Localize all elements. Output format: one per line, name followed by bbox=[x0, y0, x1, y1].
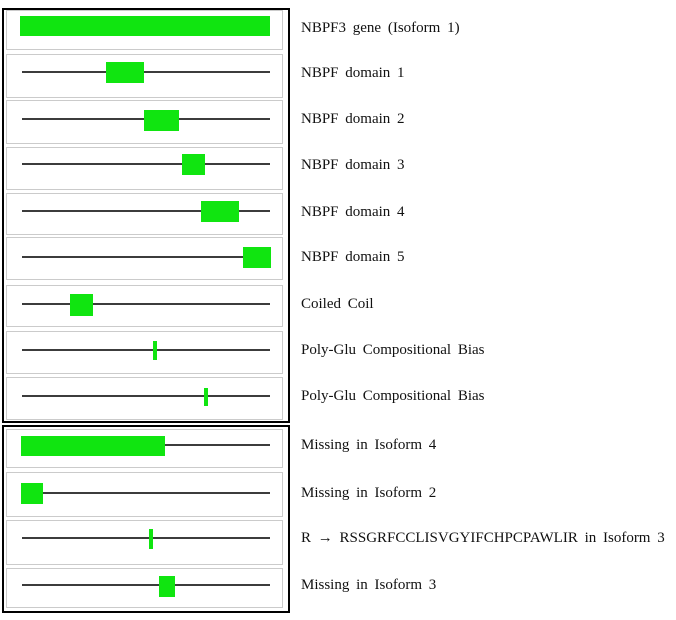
track-line bbox=[22, 303, 270, 305]
track-label: Missing in Isoform 2 bbox=[301, 485, 437, 501]
track-label: Missing in Isoform 3 bbox=[301, 577, 437, 593]
track-label: Poly-Glu Compositional Bias bbox=[301, 388, 485, 404]
track-line bbox=[22, 256, 270, 258]
track-line bbox=[22, 349, 270, 351]
track-label: NBPF domain 3 bbox=[301, 157, 405, 173]
missing-isoform-4-feature bbox=[21, 436, 165, 456]
nbpf-domain-1-feature bbox=[106, 62, 144, 83]
track-card-substitution-isoform-3 bbox=[6, 520, 283, 565]
poly-glu-bias-1-feature bbox=[153, 341, 157, 360]
track-card-nbpf-domain-3 bbox=[6, 147, 283, 190]
track-card-nbpf-domain-5 bbox=[6, 237, 283, 280]
nbpf-domain-2-feature bbox=[144, 110, 179, 131]
track-line bbox=[22, 210, 270, 212]
track-label: NBPF domain 2 bbox=[301, 111, 405, 127]
missing-isoform-2-feature bbox=[21, 483, 43, 504]
track-card-nbpf-domain-1 bbox=[6, 54, 283, 98]
track-label: Poly-Glu Compositional Bias bbox=[301, 342, 485, 358]
track-card-poly-glu-bias-2 bbox=[6, 377, 283, 420]
track-card-missing-isoform-3 bbox=[6, 568, 283, 608]
nbpf-domain-3-feature bbox=[182, 154, 205, 175]
track-line bbox=[22, 492, 270, 494]
track-card-poly-glu-bias-1 bbox=[6, 331, 283, 374]
nbpf-domain-4-feature bbox=[201, 201, 239, 222]
missing-isoform-3-feature bbox=[159, 576, 175, 597]
track-card-coiled-coil bbox=[6, 285, 283, 327]
gene-feature bbox=[20, 16, 270, 36]
track-label: R → RSSGRFCCLISVGYIFCHPCPAWLIR in Isofor… bbox=[301, 530, 665, 546]
track-label: Missing in Isoform 4 bbox=[301, 437, 437, 453]
track-line bbox=[22, 163, 270, 165]
track-line bbox=[22, 395, 270, 397]
track-label: NBPF domain 4 bbox=[301, 204, 405, 220]
coiled-coil-feature bbox=[70, 294, 93, 316]
substitution-isoform-3-feature bbox=[149, 529, 153, 549]
track-card-missing-isoform-2 bbox=[6, 472, 283, 517]
track-line bbox=[22, 71, 270, 73]
track-line bbox=[22, 584, 270, 586]
track-label: NBPF domain 1 bbox=[301, 65, 405, 81]
nbpf-domain-5-feature bbox=[243, 247, 271, 268]
track-label: NBPF3 gene (Isoform 1) bbox=[301, 20, 460, 36]
track-card-nbpf-domain-4 bbox=[6, 193, 283, 235]
track-line bbox=[22, 537, 270, 539]
track-label: Coiled Coil bbox=[301, 296, 374, 312]
track-label: NBPF domain 5 bbox=[301, 249, 405, 265]
poly-glu-bias-2-feature bbox=[204, 388, 208, 406]
